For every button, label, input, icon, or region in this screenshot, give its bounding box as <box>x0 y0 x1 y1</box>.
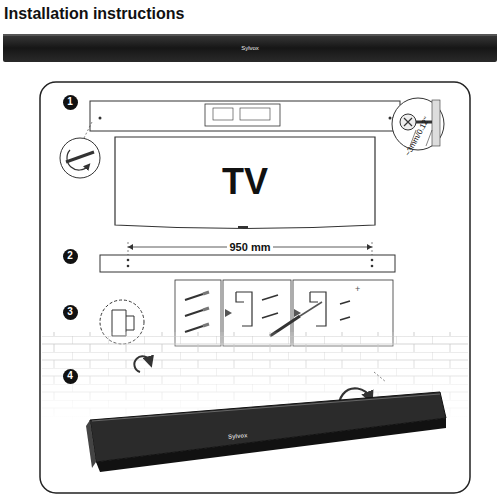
callout-number: 4 <box>63 369 78 384</box>
dimension-label: 950 mm <box>227 242 274 253</box>
callout-number: 3 <box>63 305 78 320</box>
svg-text:+: + <box>355 284 360 294</box>
tv-label: TV <box>222 164 268 200</box>
callout-number: 2 <box>63 249 78 264</box>
brand-logo: Sylvox <box>241 45 259 51</box>
page-title: Installation instructions <box>4 6 184 22</box>
callout-number: 1 <box>63 95 78 110</box>
